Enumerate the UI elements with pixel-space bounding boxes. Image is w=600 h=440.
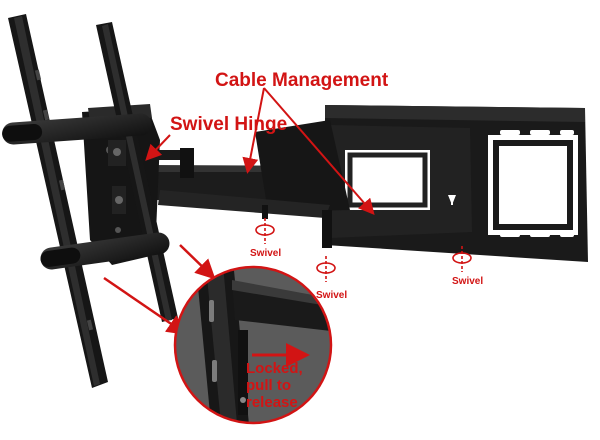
lock-magnifier — [173, 265, 333, 425]
rotation-arrow-icon — [316, 256, 336, 282]
magnifier-pointers — [103, 244, 216, 335]
lock-note-line-2: pull to — [246, 377, 291, 394]
cable-management-label: Cable Management — [215, 70, 389, 91]
swivel-label-2: Swivel — [316, 290, 348, 301]
horizontal-bars — [2, 113, 170, 270]
swivel-hinge-label: Swivel Hinge — [170, 114, 288, 135]
swivel-hinge-part — [108, 140, 180, 214]
swivel-label-1: Swivel — [250, 248, 282, 259]
lock-note-line-1: Locked, — [246, 360, 303, 377]
rotation-arrow-icon — [452, 246, 472, 272]
rotation-arrow-icon — [255, 218, 275, 244]
arm-bracket — [330, 125, 472, 238]
lock-release-note: Locked, pull to release — [246, 360, 326, 411]
lock-note-line-3: release — [246, 394, 298, 411]
swivel-label-3: Swivel — [452, 276, 484, 287]
swivel-hinge-pointer — [145, 134, 171, 161]
cable-management-pointers — [242, 87, 375, 216]
extension-arms — [150, 120, 350, 248]
